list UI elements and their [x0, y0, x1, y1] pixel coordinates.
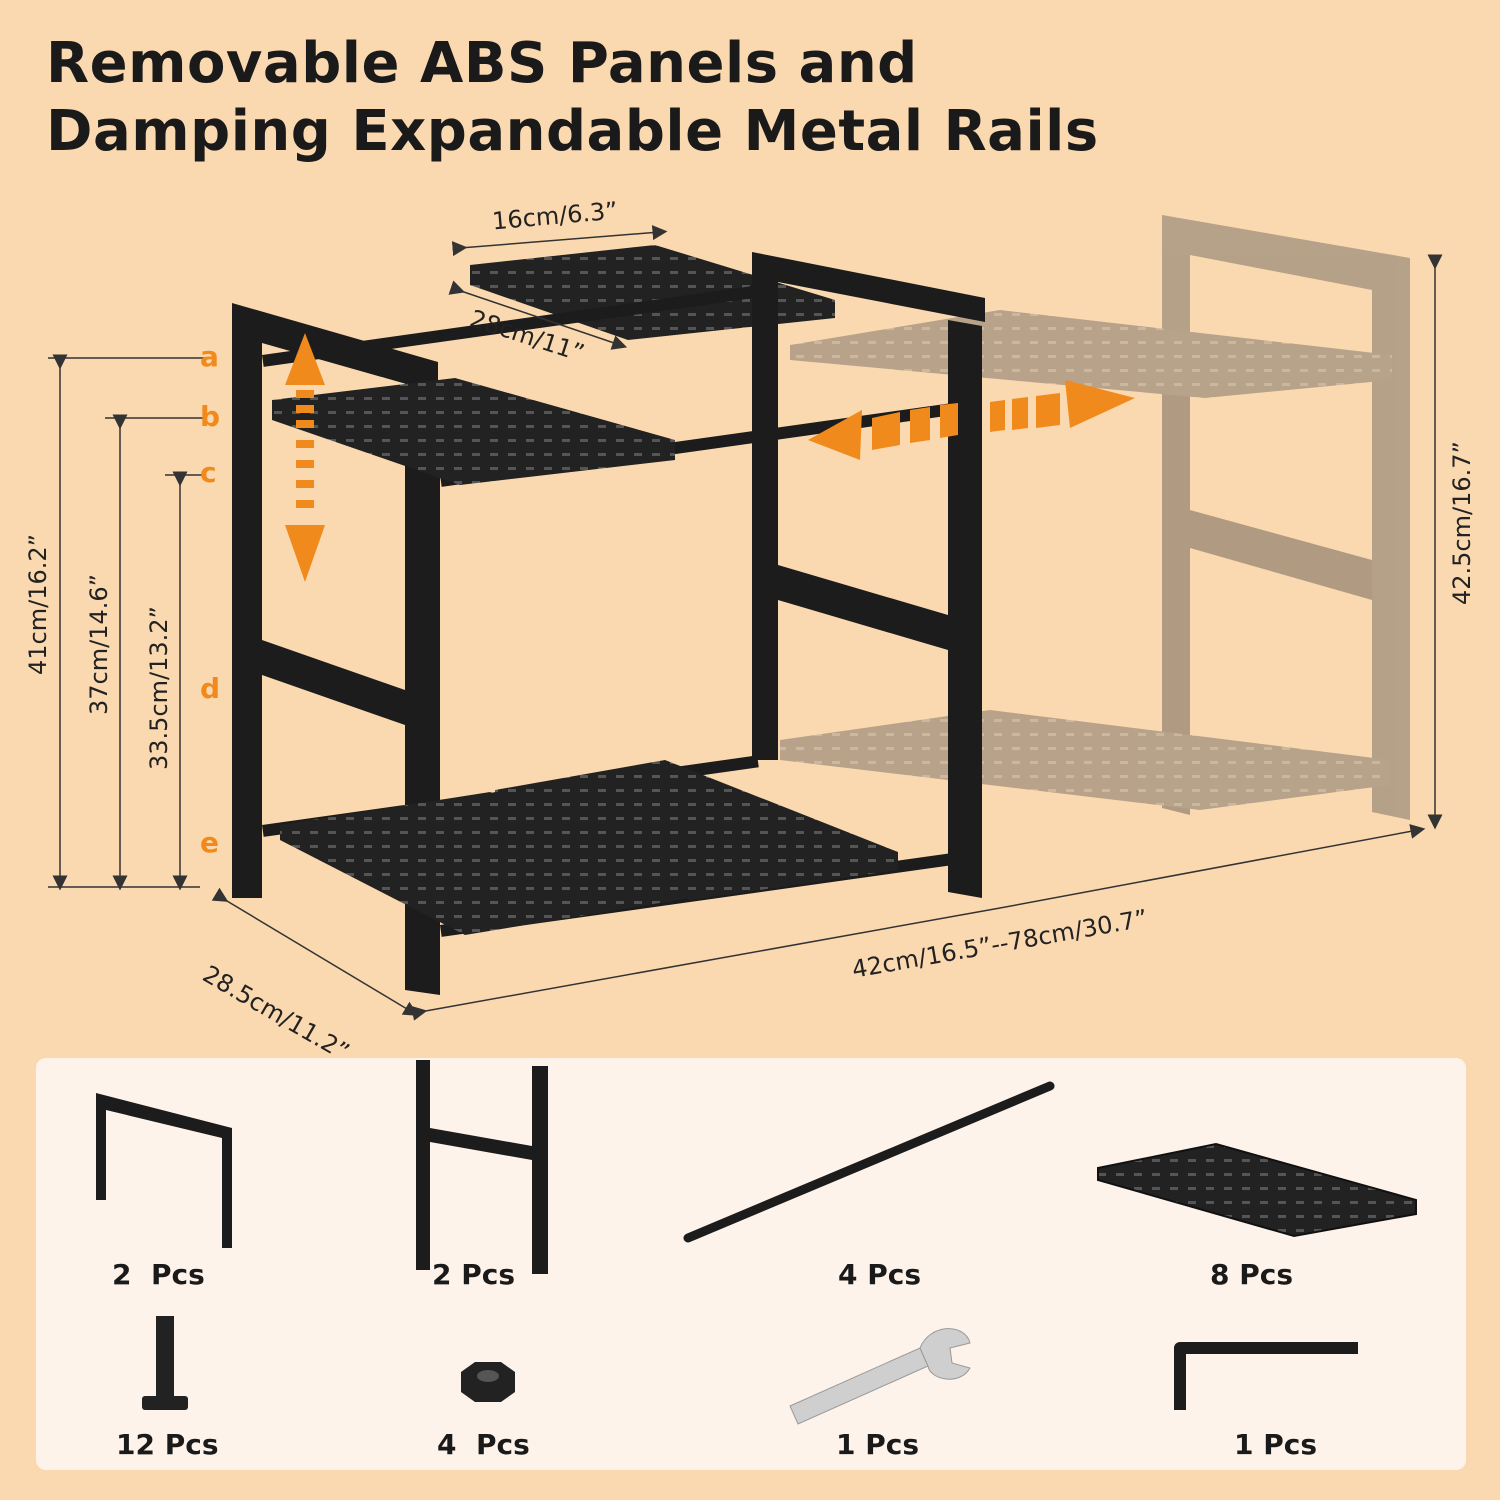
u-frame-count: 2 Pcs: [112, 1258, 205, 1291]
abs-panel-icon: [1097, 1142, 1417, 1238]
u-frame-icon: [96, 1093, 232, 1248]
level-letter-a: a: [200, 340, 219, 373]
height-c-label: 33.5cm/13.2”: [145, 606, 173, 770]
height-right-label: 42.5cm/16.7”: [1448, 441, 1476, 605]
height-a-label: 41cm/16.2”: [24, 533, 52, 675]
parts-list-panel: [36, 1058, 1466, 1470]
shelf-diagram: [48, 215, 1443, 1021]
level-letter-d: d: [200, 672, 221, 705]
level-letter-e: e: [200, 826, 219, 859]
screw-count: 12 Pcs: [116, 1428, 219, 1461]
level-letter-b: b: [200, 400, 221, 433]
middle-shelf-panel: [272, 378, 675, 485]
rail-count: 4 Pcs: [838, 1258, 922, 1291]
abs-panel-count: 8 Pcs: [1210, 1258, 1294, 1291]
rail-icon: [683, 1081, 1055, 1243]
nut-count: 4 Pcs: [437, 1428, 530, 1461]
vertical-adjust-arrow: [285, 333, 325, 582]
height-b-label: 37cm/14.6”: [85, 573, 113, 715]
horizontal-expand-arrow: [808, 380, 1135, 460]
screw-icon: [142, 1316, 188, 1410]
wrench-count: 1 Pcs: [836, 1428, 920, 1461]
hex-key-icon: [1174, 1342, 1358, 1410]
h-frame-count: 2 Pcs: [432, 1258, 516, 1291]
nut-icon: [461, 1362, 515, 1402]
title-line-1: Removable ABS Panels and: [46, 31, 918, 96]
wrench-icon: [789, 1328, 971, 1425]
h-frame-icon: [416, 1060, 548, 1274]
title-line-2: Damping Expandable Metal Rails: [46, 99, 1099, 164]
bottom-shelf-panel-right: [495, 760, 898, 900]
hex-key-count: 1 Pcs: [1234, 1428, 1318, 1461]
extended-shelf-ghost: [780, 215, 1410, 820]
level-letter-c: c: [200, 456, 217, 489]
bottom-shelf-panel-left: [280, 792, 690, 935]
page-title: Removable ABS Panels and Damping Expanda…: [46, 30, 1099, 166]
